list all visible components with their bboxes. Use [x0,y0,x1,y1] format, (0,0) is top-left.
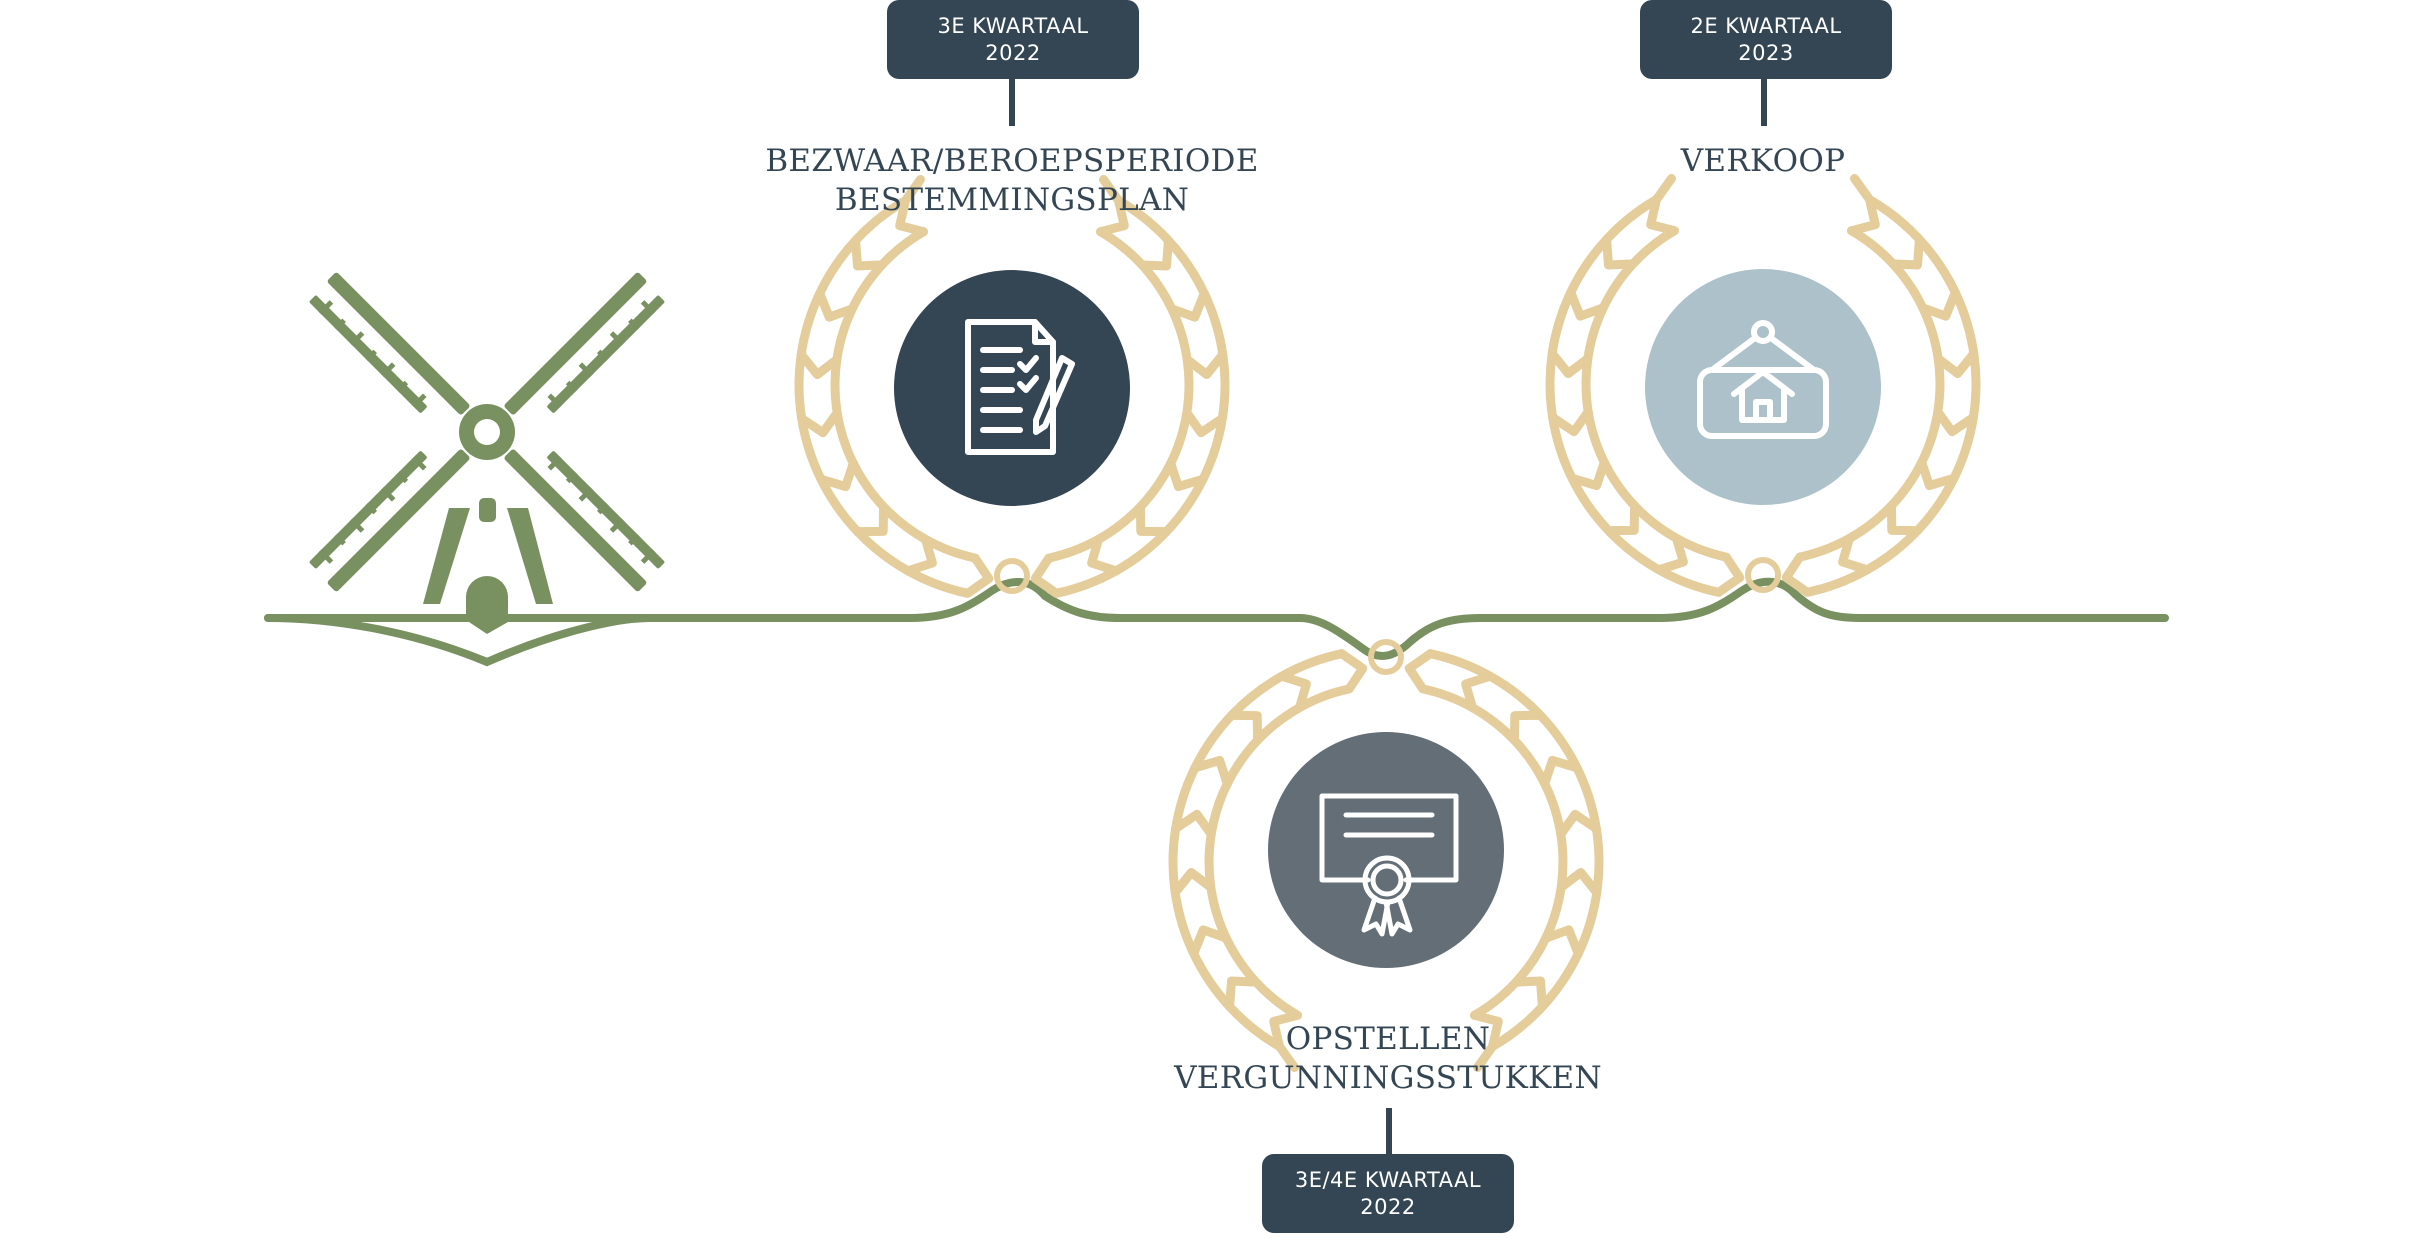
period-line-1: 2E KWARTAAL [1690,13,1842,38]
wheat-wreath-icon [1168,649,1604,1072]
windmill-icon [309,272,665,634]
wreath-ring [1368,639,1404,675]
milestone-circle-3 [1645,269,1881,505]
title-line-2: VERGUNNINGSSTUKKEN [1174,1060,1602,1096]
wreath-ring [1745,557,1781,593]
milestone-title-1: BEZWAAR/BEROEPSPERIODE BESTEMMINGSPLAN [662,142,1362,220]
period-line-1: 3E/4E KWARTAAL [1294,1167,1482,1192]
period-badge-2: 3E/4E KWARTAAL 2022 [1262,1154,1514,1233]
wheat-wreath-icon [794,175,1230,598]
title-line-1: BEZWAAR/BEROEPSPERIODE [765,143,1259,179]
period-line-2: 2022 [1360,1194,1416,1219]
milestone-title-2: OPSTELLEN VERGUNNINGSSTUKKEN [1038,1020,1738,1098]
period-badge-3: 2E KWARTAAL 2023 [1640,0,1892,79]
document-checklist-pen-icon [965,319,1075,455]
title-line-1: VERKOOP [1680,143,1846,179]
title-line-2: BESTEMMINGSPLAN [834,182,1190,218]
milestone-circle-2 [1268,732,1504,968]
milestone-title-3: VERKOOP [1413,142,2113,181]
period-line-1: 3E KWARTAAL [937,13,1089,38]
house-sign-icon [1697,320,1829,439]
period-line-2: 2022 [985,40,1041,65]
wreath-ring [994,558,1030,594]
badge-stem [1386,1108,1392,1158]
certificate-icon [1319,793,1459,937]
wheat-wreath-icon [1545,174,1981,597]
windmill-hill [264,614,654,667]
title-line-1: OPSTELLEN [1285,1021,1491,1057]
period-line-2: 2023 [1738,40,1794,65]
badge-stem [1761,78,1767,126]
badge-stem [1009,78,1015,126]
timeline-line [264,577,2169,660]
period-badge-1: 3E KWARTAAL 2022 [887,0,1139,79]
